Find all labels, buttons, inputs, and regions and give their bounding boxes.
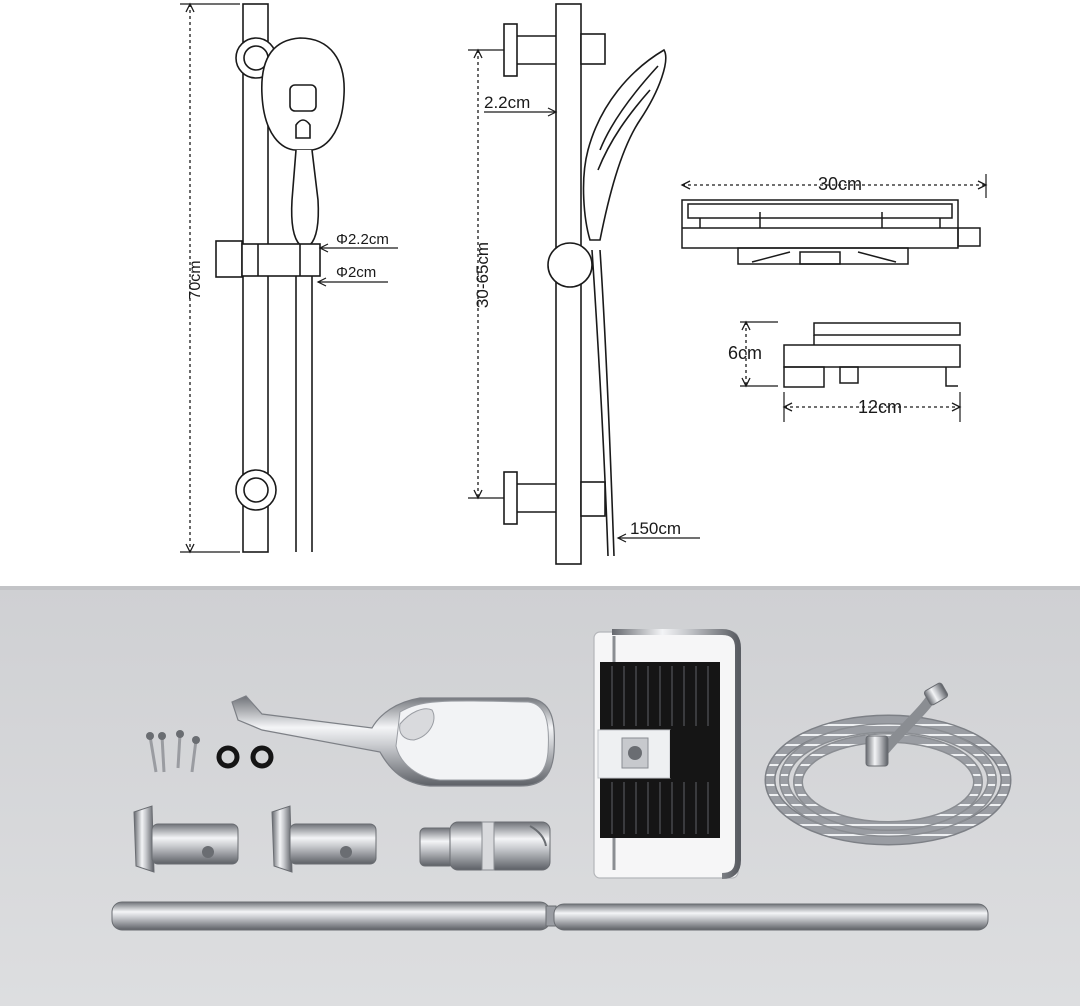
front-view-drawing <box>180 2 398 554</box>
bottom-bracket-side <box>503 471 518 525</box>
bracket-diameter-label: Φ2.2cm <box>336 231 389 248</box>
shelf-depth-label: 12cm <box>858 397 902 417</box>
shelf-side-view <box>740 320 962 422</box>
adjust-range-label: 30-65cm <box>473 242 492 308</box>
wall-bracket-left-photo <box>133 805 239 873</box>
side-view-drawing <box>468 3 700 565</box>
shelf-height-label: 6cm <box>728 343 762 363</box>
rail-diameter-label: Φ2cm <box>336 264 376 281</box>
hand-shower-photo <box>231 695 556 787</box>
wall-bracket-right-photo <box>271 805 377 873</box>
screws-and-washers <box>146 730 274 773</box>
bottom-bracket-front <box>235 469 277 511</box>
shower-head-side <box>582 48 667 241</box>
rail-front <box>242 3 269 553</box>
bracket-offset-label: 2.2cm <box>484 93 530 112</box>
product-parts-photo <box>0 586 1080 1006</box>
shelf-top-view <box>680 174 988 265</box>
shower-head-front <box>261 37 345 246</box>
total-height-label: 70cm <box>187 260 204 299</box>
slider-ball-side <box>547 242 593 288</box>
hose-length-label: 150cm <box>630 519 681 538</box>
slider-front <box>215 240 321 278</box>
shelf-photo <box>593 629 741 879</box>
hose-side <box>591 249 609 557</box>
rail-photo <box>111 901 989 931</box>
slider-photo <box>419 821 551 871</box>
hose-photo <box>764 682 1012 846</box>
shelf-width-label: 30cm <box>818 174 862 194</box>
